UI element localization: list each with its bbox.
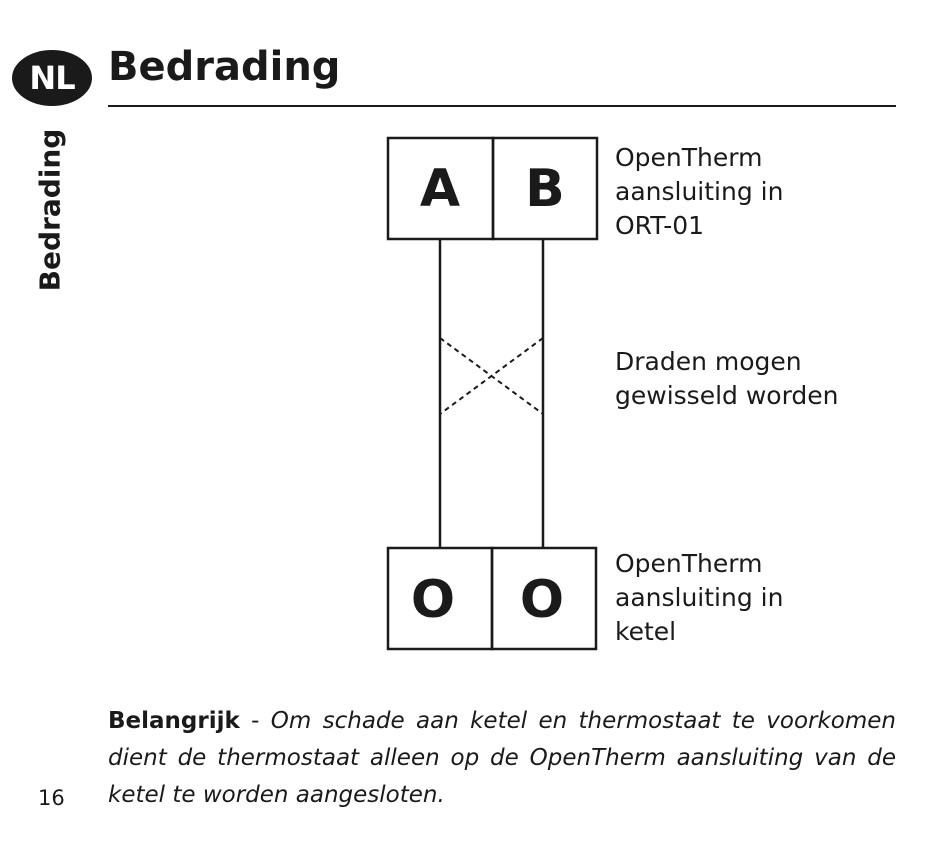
important-note: Belangrijk - Om schade aan ketel en ther… — [108, 703, 896, 814]
note-separator: - — [239, 708, 271, 734]
label-thermostat-connection: OpenTherm aansluiting in ORT-01 — [615, 143, 784, 240]
page-number: 16 — [38, 786, 65, 810]
swap-cross-line-2 — [439, 337, 544, 415]
terminal-o-right-box — [490, 546, 598, 651]
note-text: Om schade aan ketel en thermostaat te vo… — [108, 708, 897, 808]
terminal-o-right-label: O — [520, 570, 564, 630]
page-title: Bedrading — [108, 44, 341, 90]
terminal-a-label: A — [420, 159, 460, 219]
title-divider — [108, 105, 896, 107]
terminal-b-box — [491, 136, 599, 241]
language-badge: NL — [12, 50, 92, 106]
terminal-b-label: B — [525, 159, 565, 219]
note-emphasis: Belangrijk — [108, 708, 240, 734]
label-boiler-connection: OpenTherm aansluiting in ketel — [615, 549, 784, 646]
label-wires-swappable: Draden mogen gewisseld worden — [615, 347, 839, 410]
terminal-o-left-label: O — [411, 570, 455, 630]
